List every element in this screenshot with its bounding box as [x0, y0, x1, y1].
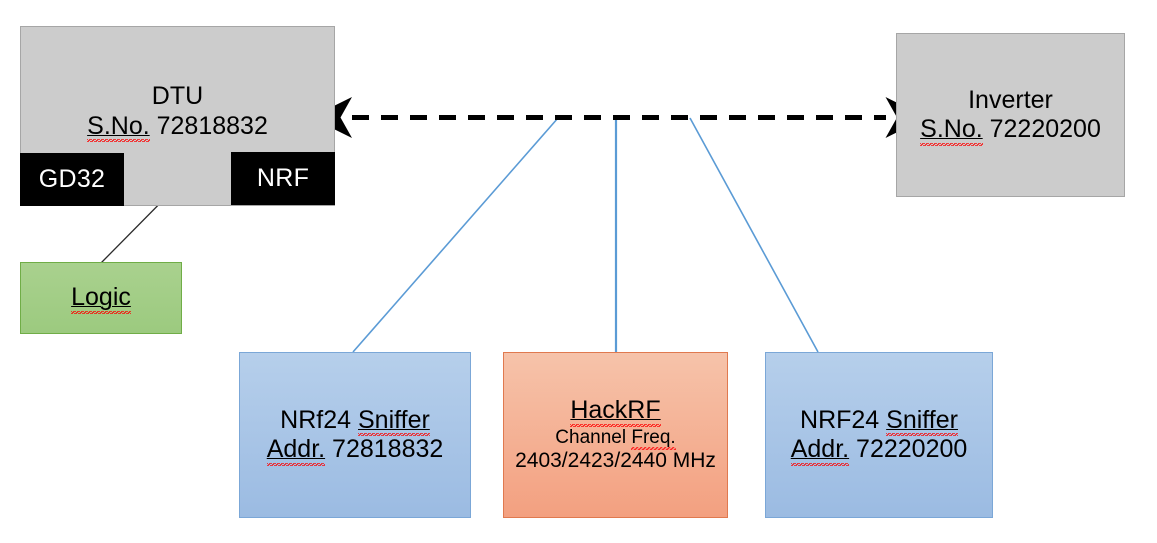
inverter-serial: S.No. 72220200 [920, 115, 1101, 145]
sniffer-left-addr: Addr. 72818832 [266, 435, 444, 465]
dtu-title: DTU [151, 82, 204, 110]
logic-label-wrap: Logic [71, 283, 131, 314]
sniffer-left-title-prefix: NRf24 [280, 405, 352, 434]
sniffer-right-title-prefix: NRF24 [800, 405, 880, 434]
hackrf-title: HackRF [570, 396, 661, 427]
nrf-label: NRF [256, 164, 310, 192]
gd32-label: GD32 [38, 165, 106, 193]
hackrf-channel-label: Channel Freq. [555, 426, 677, 451]
hackrf-title-wrap: HackRF [570, 396, 661, 427]
hackrf-frequencies: 2403/2423/2440 MHz [515, 449, 716, 473]
sniffer-left-node[interactable]: NRf24 Sniffer Addr. 72818832 [239, 352, 471, 518]
inverter-serial-prefix: S.No. [920, 115, 983, 145]
hackrf-node[interactable]: HackRF Channel Freq. 2403/2423/2440 MHz [503, 352, 728, 518]
logic-node[interactable]: Logic [20, 262, 182, 334]
hackrf-channel-suffix: Freq. [631, 426, 677, 451]
sniffer-right-addr-prefix: Addr. [790, 435, 850, 465]
sniffer-left-title: NRf24 Sniffer [280, 406, 430, 436]
dtu-serial: S.No. 72818832 [87, 112, 268, 142]
sniffer-right-title: NRF24 Sniffer [800, 406, 958, 436]
sniffer-right-title-suffix: Sniffer [886, 405, 958, 436]
logic-label: Logic [71, 283, 131, 314]
sniffer-right-addr: Addr. 72220200 [790, 435, 968, 465]
connector-sniffer-right [689, 117, 819, 353]
inverter-serial-value: 72220200 [989, 115, 1101, 143]
sniffer-left-addr-prefix: Addr. [266, 435, 326, 465]
sniffer-left-addr-value: 72818832 [332, 435, 444, 463]
dtu-serial-value: 72818832 [156, 111, 268, 140]
inverter-title: Inverter [968, 85, 1053, 114]
nrf-chip[interactable]: NRF [231, 152, 335, 205]
sniffer-right-node[interactable]: NRF24 Sniffer Addr. 72220200 [765, 352, 993, 518]
hackrf-channel-prefix: Channel [555, 426, 627, 448]
inverter-node[interactable]: Inverter S.No. 72220200 [896, 33, 1125, 197]
gd32-chip[interactable]: GD32 [20, 153, 124, 206]
sniffer-left-title-suffix: Sniffer [358, 405, 430, 436]
sniffer-right-addr-value: 72220200 [856, 435, 968, 463]
connector-sniffer-left [352, 117, 559, 353]
dtu-serial-prefix: S.No. [87, 111, 150, 142]
